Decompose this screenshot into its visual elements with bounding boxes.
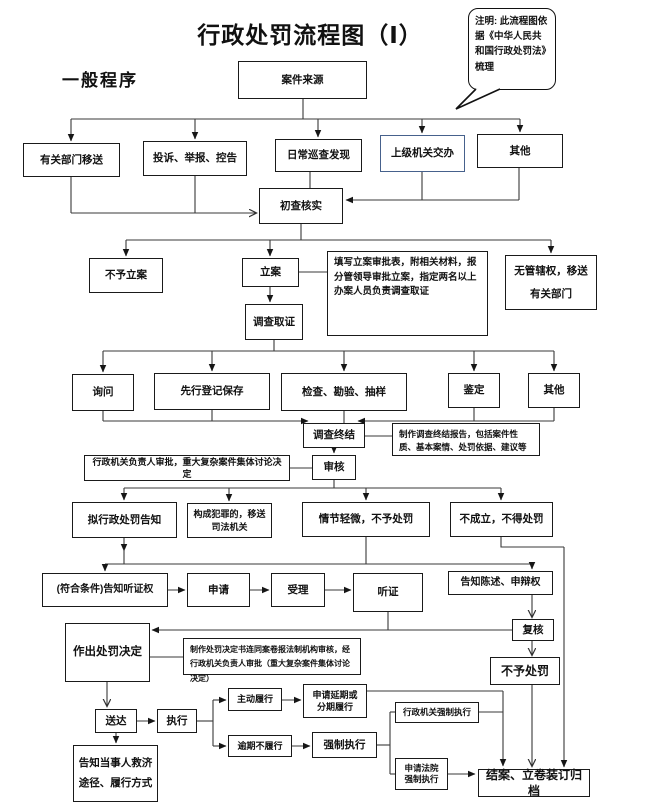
node-execute: 执行 xyxy=(157,709,197,733)
note-callout: 注明: 此流程图依据《中华人民共和国行政处罚法》梳理 xyxy=(468,8,556,90)
note-filing-procedure: 填写立案审批表，附相关材料，报分管领导审批立案，指定两名以上办案人员负责调查取证 xyxy=(327,251,488,336)
node-not-established: 不成立，不得处罚 xyxy=(450,502,553,537)
node-inspect-survey: 检查、勘验、抽样 xyxy=(281,373,407,411)
node-enforce: 强制执行 xyxy=(312,732,377,758)
node-statement-right: 告知陈述、申辩权 xyxy=(448,571,553,595)
node-daily-inspection: 日常巡查发现 xyxy=(275,139,362,172)
node-no-filing: 不予立案 xyxy=(89,258,163,293)
node-hearing: 听证 xyxy=(353,573,423,612)
node-other-measure: 其他 xyxy=(528,373,580,408)
node-superior-assign: 上级机关交办 xyxy=(380,135,465,172)
node-complaint: 投诉、举报、控告 xyxy=(143,141,247,176)
node-dept-transfer: 有关部门移送 xyxy=(23,143,120,177)
note-invest-report: 制作调查终结报告，包括案件性质、基本案情、处罚依据、建议等 xyxy=(392,423,540,456)
node-appraisal: 鉴定 xyxy=(448,373,500,408)
note-review-approval: 行政机关负责人审批，重大复杂案件集体讨论决定 xyxy=(84,455,290,481)
node-voluntary: 主动履行 xyxy=(228,688,282,711)
page-title: 行政处罚流程图（Ⅰ） xyxy=(197,22,423,48)
node-delivery: 送达 xyxy=(95,709,137,733)
node-filing: 立案 xyxy=(242,258,299,287)
node-crime-transfer: 构成犯罪的，移送 司法机关 xyxy=(187,503,272,538)
node-no-penalty: 不予处罚 xyxy=(490,657,560,685)
node-investigation: 调查取证 xyxy=(245,304,303,340)
node-minor-no-penalty: 情节轻微，不予处罚 xyxy=(302,502,430,537)
node-accept: 受理 xyxy=(271,573,325,607)
section-label: 一般程序 xyxy=(62,71,138,90)
node-defer: 申请延期或 分期履行 xyxy=(303,684,367,718)
node-hearing-right: (符合条件)告知听证权 xyxy=(42,573,168,607)
node-remedy: 告知当事人救济 途径、履行方式 xyxy=(73,745,158,802)
node-register-save: 先行登记保存 xyxy=(154,373,270,410)
node-agency-enforce: 行政机关强制执行 xyxy=(395,702,479,723)
node-overdue: 逾期不履行 xyxy=(228,735,292,757)
node-recheck: 复核 xyxy=(512,619,554,641)
node-initial-check: 初查核实 xyxy=(259,188,343,224)
node-court-enforce: 申请法院 强制执行 xyxy=(395,758,448,790)
node-decision: 作出处罚决定 xyxy=(65,623,150,682)
callout-tail xyxy=(455,88,501,110)
node-close-case: 结案、立卷装订归档 xyxy=(478,768,590,798)
node-case-source: 案件来源 xyxy=(238,61,367,99)
node-review: 审核 xyxy=(312,455,356,480)
node-invest-end: 调查终结 xyxy=(303,423,365,448)
node-proposed-notice: 拟行政处罚告知 xyxy=(72,502,177,538)
note-decision-document: 制作处罚决定书连同案卷报法制机构审核，经行政机关负责人审批（重大复杂案件集体讨论… xyxy=(183,638,361,683)
node-inquiry: 询问 xyxy=(72,374,134,411)
node-apply: 申请 xyxy=(187,573,250,607)
node-other-source: 其他 xyxy=(477,134,563,168)
node-no-jurisdiction: 无管辖权，移送 有关部门 xyxy=(505,255,597,310)
